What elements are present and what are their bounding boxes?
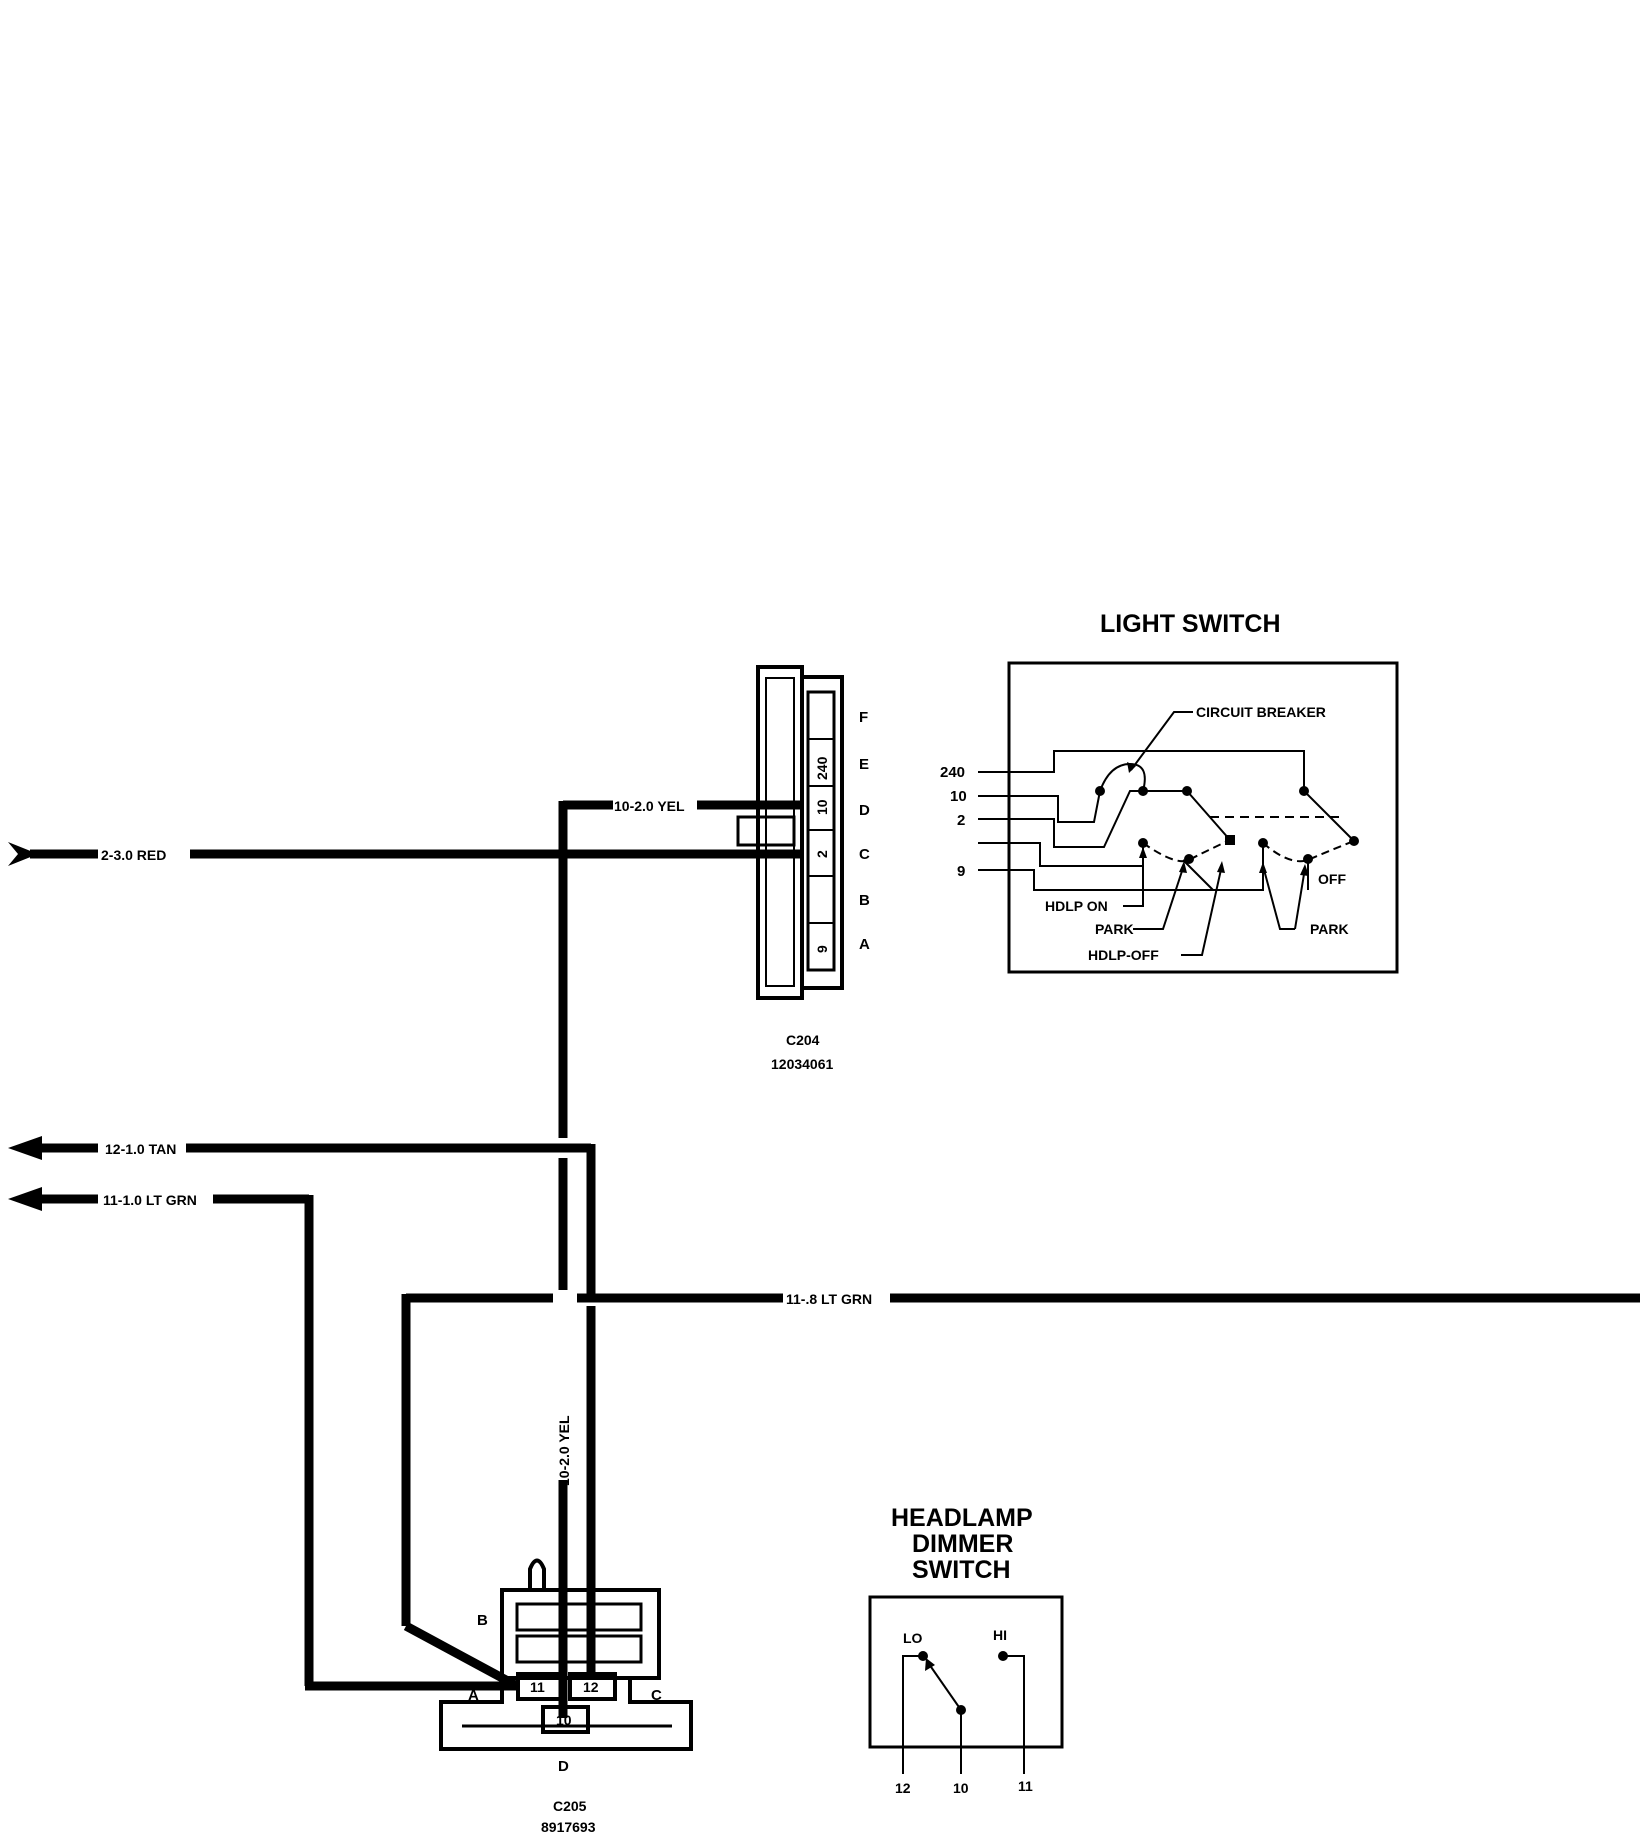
wire-label-10-yel-top: 10-2.0 YEL xyxy=(614,798,685,814)
light-switch-pin-240: 240 xyxy=(940,764,965,781)
wire-10-yel: 10-2.0 YEL 10-2.0 YEL xyxy=(556,798,800,1718)
c204-pin-10: 10 xyxy=(814,799,830,815)
dimmer-pin-11: 11 xyxy=(1018,1778,1033,1794)
c205-cavity-c: C xyxy=(651,1687,662,1704)
wire-12-tan: 12-1.0 TAN xyxy=(8,1136,596,1678)
c205-cavity-a: A xyxy=(468,1687,479,1704)
c204-pin-2: 2 xyxy=(814,850,830,858)
hdlp-off-label: HDLP-OFF xyxy=(1088,947,1159,963)
c205-name: C205 xyxy=(553,1798,587,1814)
light-switch-pin-9: 9 xyxy=(957,863,965,880)
c204-cavity-f: F xyxy=(859,709,868,726)
park-label-1: PARK xyxy=(1095,921,1134,937)
headlamp-dimmer-switch: HEADLAMP DIMMER SWITCH LO HI 12 10 11 xyxy=(868,1504,1064,1796)
c204-cavity-c: C xyxy=(859,846,870,863)
wire-label-12-tan: 12-1.0 TAN xyxy=(105,1141,176,1157)
c205-pin-10: 10 xyxy=(556,1712,572,1728)
connector-c205: 11 12 10 B A C D C205 8917693 xyxy=(439,1558,693,1835)
dimmer-pin-10: 10 xyxy=(953,1780,969,1796)
hdlp-on-label: HDLP ON xyxy=(1045,898,1108,914)
wire-label-11-lt-grn: 11-1.0 LT GRN xyxy=(103,1192,197,1208)
c205-cavity-d: D xyxy=(558,1758,569,1775)
c204-cavity-b: B xyxy=(859,892,870,909)
wire-label-2-red: 2-3.0 RED xyxy=(101,847,166,863)
arrow-left-icon xyxy=(8,1187,42,1211)
dimmer-title-line-1: HEADLAMP xyxy=(891,1504,1033,1532)
arrow-left-icon xyxy=(8,1136,42,1160)
c204-cavity-d: D xyxy=(859,802,870,819)
c204-cavity-a: A xyxy=(859,936,870,953)
c205-cavity-b: B xyxy=(477,1612,488,1629)
dimmer-lo-label: LO xyxy=(903,1630,923,1646)
light-switch-pin-10: 10 xyxy=(950,788,967,805)
light-switch: LIGHT SWITCH 240 10 2 9 xyxy=(940,610,1399,974)
c204-pin-9: 9 xyxy=(814,945,830,953)
c205-pin-11: 11 xyxy=(530,1679,545,1695)
dimmer-title-line-3: SWITCH xyxy=(912,1556,1011,1584)
c205-part-number: 8917693 xyxy=(541,1819,596,1835)
circuit-breaker-label: CIRCUIT BREAKER xyxy=(1196,704,1326,720)
arrow-right-icon xyxy=(8,842,38,866)
c205-pin-12: 12 xyxy=(583,1679,599,1695)
c204-name: C204 xyxy=(786,1032,820,1048)
off-label: OFF xyxy=(1318,871,1346,887)
light-switch-title: LIGHT SWITCH xyxy=(1100,610,1281,638)
wire-2-red: 2-3.0 RED xyxy=(8,842,800,866)
dimmer-title-line-2: DIMMER xyxy=(912,1530,1013,1558)
light-switch-pin-2: 2 xyxy=(957,812,965,829)
c204-part-number: 12034061 xyxy=(771,1056,834,1072)
dimmer-pin-12: 12 xyxy=(895,1780,911,1796)
wire-label-11-8-lt-grn: 11-.8 LT GRN xyxy=(786,1291,872,1307)
dimmer-hi-label: HI xyxy=(993,1627,1007,1643)
c204-cavity-e: E xyxy=(859,756,869,773)
wire-11-lt-grn: 11-1.0 LT GRN xyxy=(8,1187,517,1691)
c204-pin-240: 240 xyxy=(814,756,830,780)
connector-c204: 240 10 2 9 F E D C B A C204 12034061 xyxy=(736,665,870,1072)
wire-11-8-lt-grn: 11-.8 LT GRN xyxy=(401,1291,1640,1690)
park-label-2: PARK xyxy=(1310,921,1349,937)
wire-label-10-yel-vertical: 10-2.0 YEL xyxy=(556,1415,572,1486)
